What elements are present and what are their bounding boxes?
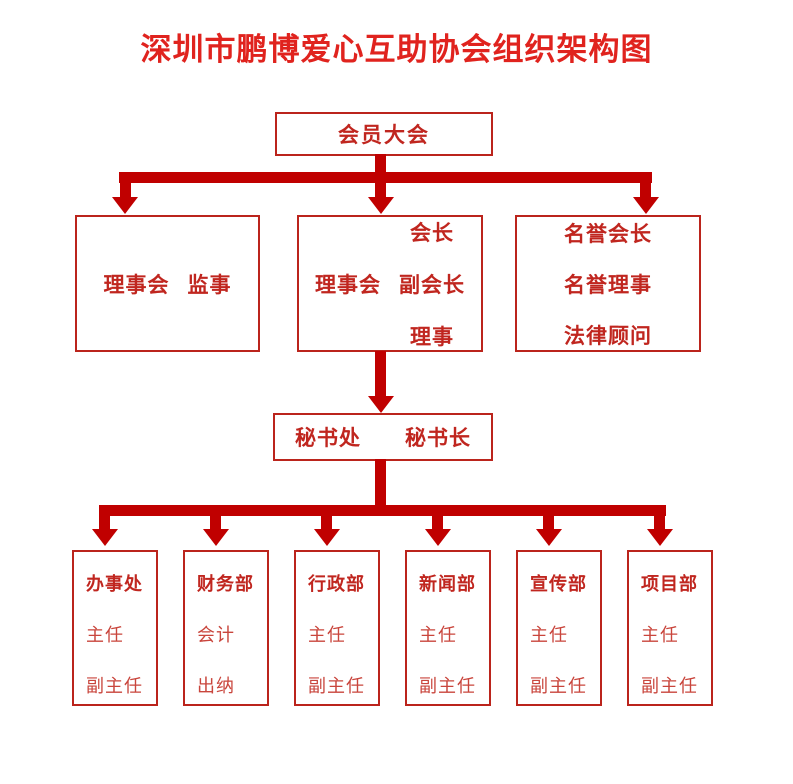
arrow-down-icon: [92, 529, 118, 546]
node-content: 理事会 会长 副会长 理事: [299, 217, 481, 351]
role-list: 名誉会长 名誉理事 法律顾问: [517, 217, 699, 350]
node-council-leadership: 理事会 会长 副会长 理事: [297, 215, 483, 352]
node-label: 秘书长: [405, 426, 471, 450]
node-dept-office: 办事处 主任 副主任: [72, 550, 158, 706]
node-secretariat: 秘书处 秘书长: [273, 413, 493, 461]
arrow-down-icon: [633, 197, 659, 214]
arrow-down-icon: [368, 396, 394, 413]
node-council-supervisors: 理事会 监事: [75, 215, 260, 352]
connector-dept-bar: [99, 505, 666, 516]
connector-secretariat-stem: [375, 351, 386, 397]
node-label: 会员大会: [338, 123, 430, 147]
role-label: 理事: [410, 324, 454, 349]
connector-left-stem: [120, 172, 131, 198]
connector-dept-stem: [99, 505, 110, 530]
role-label: 法律顾问: [564, 323, 652, 348]
role-label: 会长: [410, 220, 454, 245]
role-label: 会计: [197, 625, 235, 645]
role-label: 副会长: [399, 272, 465, 297]
dept-name: 办事处: [86, 574, 143, 594]
node-dept-administration: 行政部 主任 副主任: [294, 550, 380, 706]
connector-level2-bar: [119, 172, 652, 183]
role-list: 会长 副会长 理事: [399, 217, 465, 351]
node-members-assembly: 会员大会: [275, 112, 493, 156]
arrow-down-icon: [425, 529, 451, 546]
node-dept-news: 新闻部 主任 副主任: [405, 550, 491, 706]
arrow-down-icon: [314, 529, 340, 546]
dept-name: 行政部: [308, 574, 365, 594]
node-honorary-advisors: 名誉会长 名誉理事 法律顾问: [515, 215, 701, 352]
node-dept-publicity: 宣传部 主任 副主任: [516, 550, 602, 706]
dept-name: 新闻部: [419, 574, 476, 594]
role-label: 主任: [419, 625, 457, 645]
connector-dept-stem: [210, 505, 221, 530]
role-label: 副主任: [419, 676, 476, 696]
node-label: 理事会: [103, 272, 170, 297]
role-label: 副主任: [530, 676, 587, 696]
dept-name: 财务部: [197, 574, 254, 594]
connector-right-stem: [640, 172, 651, 198]
node-label: 监事: [187, 272, 232, 297]
connector-dept-stem: [375, 459, 386, 511]
connector-dept-stem: [321, 505, 332, 530]
dept-name: 项目部: [641, 574, 698, 594]
arrow-down-icon: [647, 529, 673, 546]
connector-dept-stem: [543, 505, 554, 530]
node-label: 理事会: [315, 272, 381, 297]
node-dept-finance: 财务部 会计 出纳: [183, 550, 269, 706]
arrow-down-icon: [203, 529, 229, 546]
role-label: 主任: [641, 625, 679, 645]
connector-dept-stem: [432, 505, 443, 530]
node-label: 秘书处: [295, 426, 361, 450]
arrow-down-icon: [112, 197, 138, 214]
role-label: 名誉会长: [564, 221, 652, 246]
role-label: 副主任: [86, 676, 143, 696]
role-label: 名誉理事: [564, 272, 652, 297]
role-label: 主任: [308, 625, 346, 645]
role-label: 出纳: [197, 676, 235, 696]
role-label: 副主任: [641, 676, 698, 696]
chart-title: 深圳市鹏博爱心互助协会组织架构图: [140, 32, 653, 67]
dept-name: 宣传部: [530, 574, 587, 594]
connector-dept-stem: [654, 505, 665, 530]
arrow-down-icon: [368, 197, 394, 214]
node-dept-project: 项目部 主任 副主任: [627, 550, 713, 706]
arrow-down-icon: [536, 529, 562, 546]
role-label: 主任: [86, 625, 124, 645]
role-label: 主任: [530, 625, 568, 645]
role-label: 副主任: [308, 676, 365, 696]
